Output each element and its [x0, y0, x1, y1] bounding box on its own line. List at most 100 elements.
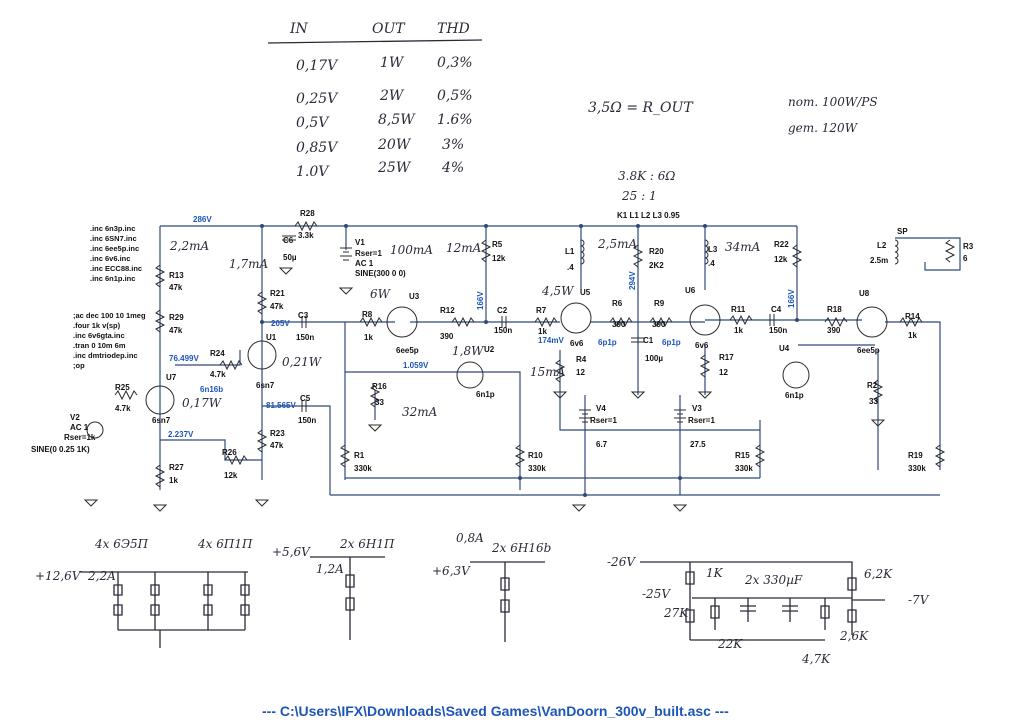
resistor-symbol: [219, 359, 243, 371]
label-r26: R26: [222, 448, 237, 457]
net-label: 174mV: [538, 336, 564, 345]
label-u3: U3: [409, 292, 420, 301]
ground-symbol: [254, 499, 270, 507]
table-cell: 2W: [379, 88, 405, 104]
value-r22: 12k: [774, 255, 788, 264]
bias-label: 2,6K: [839, 629, 869, 643]
resistor-symbol: [359, 316, 383, 328]
resistor-symbol: [791, 244, 803, 268]
resistor-symbol: [824, 316, 848, 328]
heater-wiring: [80, 571, 248, 648]
label-u2: U2: [484, 345, 495, 354]
bias-label: 6,2K: [864, 567, 893, 581]
value-r20: 2K2: [649, 261, 664, 270]
net-labels: 286V 205V 76.499V 6n16b 2.237V 81.565V 1…: [168, 215, 796, 439]
bias-resistors: [685, 571, 857, 623]
label-c3: C3: [298, 311, 309, 320]
v2-rser: Rser=1k: [64, 433, 96, 442]
junction-dot: [484, 320, 488, 324]
label-r25: R25: [115, 383, 130, 392]
table-header-in: IN: [289, 21, 309, 37]
bias-label: -7V: [908, 593, 930, 607]
value-r23: 47k: [270, 441, 284, 450]
label-l3: L3: [708, 245, 718, 254]
note-ratio-2: 25 : 1: [621, 189, 657, 203]
label-v3: V3: [692, 404, 702, 413]
table-cell: 0,5V: [296, 115, 330, 131]
v3-rser: Rser=1: [688, 416, 715, 425]
label-l1: L1: [565, 247, 575, 256]
directive: .inc 6n1p.inc: [90, 274, 135, 283]
handwritten-annotations: 2,2mA 1,7mA 100mA 12mA 2,5mA 34mA 6W 4,5…: [169, 237, 761, 419]
heater-label: 0,8A: [456, 531, 484, 545]
heater-filaments: [113, 584, 250, 616]
value-c4: 150n: [769, 326, 787, 335]
tube-u7-symbol: [145, 385, 175, 415]
junction-dot: [484, 224, 488, 228]
value-c3: 150n: [296, 333, 314, 342]
v4-value: 6.7: [596, 440, 608, 449]
ground-symbol: [672, 504, 688, 512]
ground-symbol: [152, 504, 168, 512]
ground-symbol: [697, 391, 713, 399]
label-r19: R19: [908, 451, 923, 460]
resistor-symbol: [369, 384, 381, 408]
resistor-symbol: [754, 444, 766, 468]
resistor-symbol: [934, 444, 946, 468]
annotation: 2,2mA: [169, 239, 209, 253]
inductor-l3-symbol: [704, 239, 709, 265]
capacitor-symbol: [301, 316, 307, 328]
bias-label: 22K: [717, 637, 743, 651]
bias-label: 1K: [706, 566, 724, 580]
label-sp: SP: [897, 227, 908, 236]
label-r29: R29: [169, 313, 184, 322]
value-r28: 3.3k: [298, 231, 314, 240]
note-gem: gem. 120W: [788, 121, 859, 135]
spice-directives: .inc 6n3p.inc .inc 6SN7.inc .inc 6ee5p.i…: [73, 224, 146, 370]
capacitor-symbol: [282, 235, 296, 241]
label-r3: R3: [963, 242, 974, 251]
value-r18: 390: [827, 326, 841, 335]
wire: [885, 321, 941, 470]
junction-dot: [795, 318, 799, 322]
annotation: 34mA: [725, 240, 761, 254]
tube-u3-symbol: [386, 306, 418, 338]
directive: .inc dmtriodep.inc: [73, 351, 138, 360]
wire: [160, 439, 262, 461]
resistor-symbols: [114, 220, 956, 488]
resistor-symbol: [339, 444, 351, 468]
junction-dot: [260, 224, 264, 228]
label-r17: R17: [719, 353, 734, 362]
label-u5: U5: [580, 288, 591, 297]
table-cell: 4%: [441, 160, 464, 176]
table-cell: 3%: [442, 137, 464, 153]
directive: .inc 6v6.inc: [90, 254, 130, 263]
label-r24: R24: [210, 349, 225, 358]
value-r9: 390: [652, 320, 666, 329]
v2-sine: SINE(0 0.25 1K): [31, 445, 90, 454]
resistor-symbol: [872, 379, 884, 403]
label-u6: U6: [685, 286, 696, 295]
value-u5: 6v6: [570, 339, 584, 348]
label-c4: C4: [771, 305, 782, 314]
bias-label: -26V: [607, 555, 636, 569]
heater-label: +6,3V: [432, 564, 471, 578]
net-label: 205V: [271, 319, 290, 328]
junction-dot: [518, 476, 522, 480]
resistor-symbol: [480, 239, 492, 263]
bias-label: 4,7K: [801, 652, 831, 666]
table-cell: 1.0V: [296, 164, 330, 180]
table-cell: 0,25V: [296, 91, 339, 107]
resistor-symbol: [944, 239, 956, 263]
value-u7: 6sn7: [152, 416, 171, 425]
bias-wiring: [640, 561, 885, 641]
annotation: 4,5W: [541, 284, 575, 298]
value-r27: 1k: [169, 476, 178, 485]
table-cell: 1.6%: [437, 112, 473, 128]
table-cell: 20W: [377, 137, 412, 153]
label-r21: R21: [270, 289, 285, 298]
value-r1: 330k: [354, 464, 372, 473]
resistor-symbol: [632, 244, 644, 268]
wire: [262, 405, 331, 495]
label-r4: R4: [576, 355, 587, 364]
